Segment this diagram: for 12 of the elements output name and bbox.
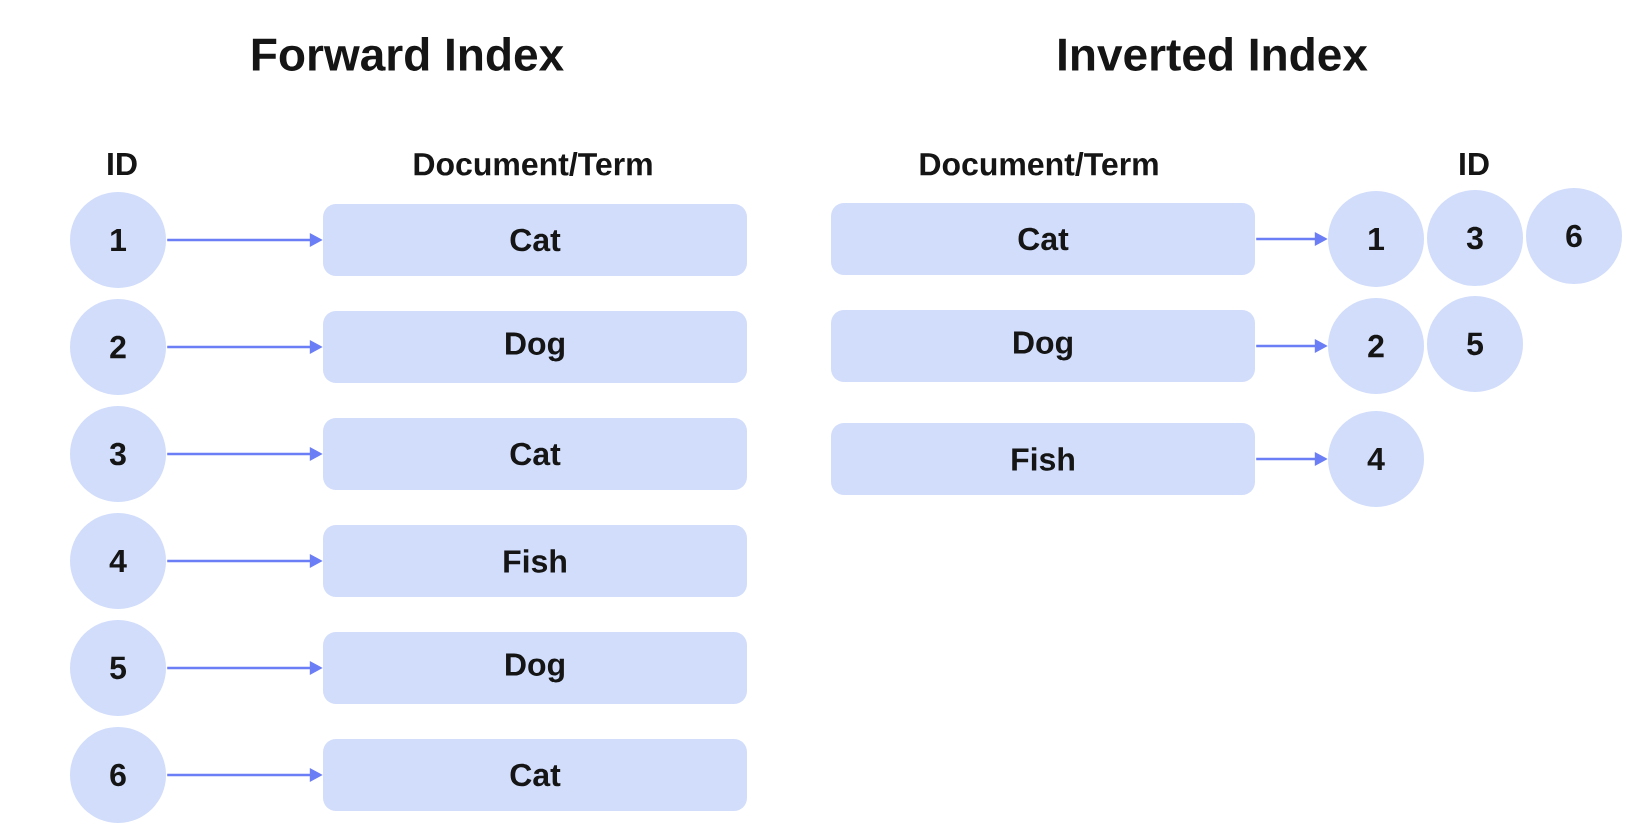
term-box: Fish <box>831 423 1255 495</box>
term-box: Dog <box>323 311 747 383</box>
term-box: Cat <box>323 204 747 276</box>
term-box: Cat <box>831 203 1255 275</box>
term-box: Dog <box>323 632 747 704</box>
term-box: Fish <box>323 525 747 597</box>
term-box: Cat <box>323 418 747 490</box>
heading: Inverted Index <box>1059 37 1368 71</box>
term-box: Dog <box>831 310 1255 382</box>
term-box: Cat <box>323 739 747 811</box>
heading: Forward Index <box>252 37 564 71</box>
column-header: ID <box>1460 153 1489 175</box>
